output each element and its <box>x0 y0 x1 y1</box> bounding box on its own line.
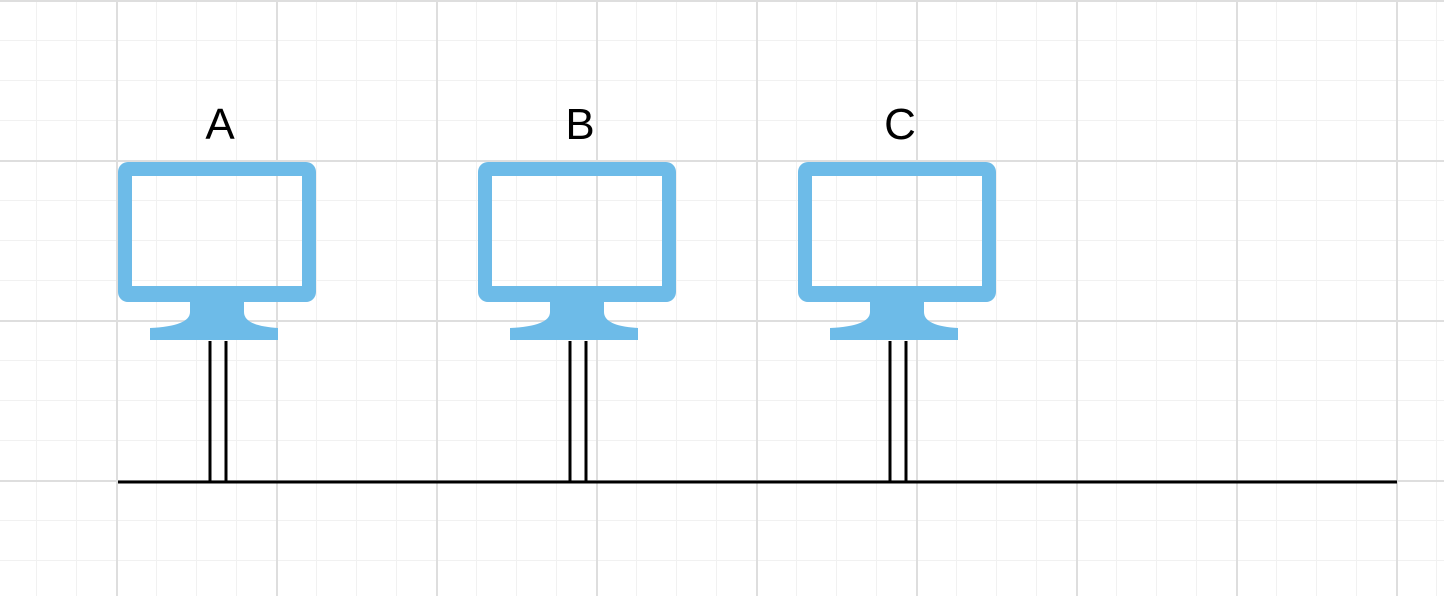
node-label-a: A <box>205 100 235 149</box>
connector-b <box>568 341 588 482</box>
connector-a <box>208 341 228 482</box>
monitor-icon-c[interactable] <box>798 162 996 340</box>
connector-c <box>888 341 908 482</box>
monitor-icon-a[interactable] <box>118 162 316 340</box>
node-label-c: C <box>884 100 916 149</box>
node-label-b: B <box>565 100 595 149</box>
monitor-icon-b[interactable] <box>478 162 676 340</box>
